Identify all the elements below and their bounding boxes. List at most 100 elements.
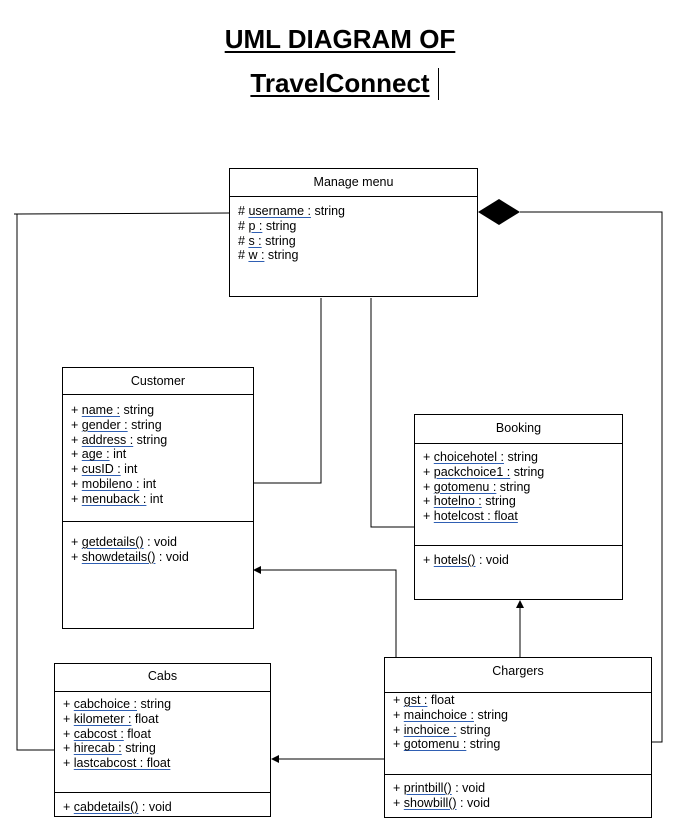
class-chargers: Chargers + gst : float+ mainchoice : str… xyxy=(384,657,652,818)
class-divider xyxy=(385,692,651,693)
diagram-title-line-1: UML DIAGRAM OF xyxy=(224,24,456,54)
member-type: string xyxy=(310,204,346,218)
member-row: + address : string xyxy=(71,433,167,448)
member-type: : void xyxy=(451,781,486,795)
member-name: p : xyxy=(248,218,263,233)
member-row: + mainchoice : string xyxy=(393,708,508,723)
association-manage-to-customer xyxy=(254,298,322,484)
member-type: : void xyxy=(155,549,189,564)
member-name: address : xyxy=(81,432,134,447)
member-name: mainchoice : xyxy=(403,707,474,722)
visibility-marker: + xyxy=(393,707,404,722)
member-row: + printbill() : void xyxy=(393,781,490,796)
member-type: string xyxy=(127,417,162,432)
diagram-title-line-2: TravelConnect xyxy=(250,68,430,98)
composition-diamond xyxy=(478,199,520,225)
member-row: # s : string xyxy=(238,234,345,249)
member-name: printbill() xyxy=(403,781,452,795)
member-type: string xyxy=(261,233,296,248)
member-name: username : xyxy=(248,204,311,218)
member-type: string xyxy=(473,707,509,722)
member-name: hotelcost : float xyxy=(433,509,518,524)
member-name: gst : xyxy=(403,693,428,707)
visibility-marker: + xyxy=(423,509,434,524)
visibility-marker: + xyxy=(71,403,82,417)
visibility-marker: + xyxy=(71,462,82,477)
member-row: + menuback : int xyxy=(71,492,167,507)
member-row: + mobileno : int xyxy=(71,477,167,492)
member-type: int xyxy=(109,447,127,462)
visibility-marker: + xyxy=(423,450,434,464)
member-type: string xyxy=(264,248,299,263)
member-row: + lastcabcost : float xyxy=(63,756,171,771)
visibility-marker: # xyxy=(238,204,249,218)
member-row: + kilometer : float xyxy=(63,712,171,727)
member-type: string xyxy=(137,697,172,711)
visibility-marker: + xyxy=(393,795,404,810)
member-name: menuback : xyxy=(81,491,147,506)
association-manage-to-booking xyxy=(370,298,414,528)
member-type: string xyxy=(466,737,501,752)
method-list: + cabdetails() : void xyxy=(63,800,172,815)
member-row: + cabchoice : string xyxy=(63,697,171,712)
member-name: cabcost : xyxy=(73,726,124,741)
arrowhead-to-customer xyxy=(253,566,261,574)
class-booking: Booking + choicehotel : string+ packchoi… xyxy=(414,414,623,600)
method-list: + hotels() : void xyxy=(423,553,509,568)
visibility-marker: + xyxy=(393,737,404,752)
method-list: + getdetails() : void+ showdetails() : v… xyxy=(71,535,189,565)
member-name: hirecab : xyxy=(73,741,122,756)
class-divider xyxy=(63,521,253,522)
visibility-marker: + xyxy=(393,722,404,737)
member-name: age : xyxy=(81,447,110,462)
association-chargers-to-customer xyxy=(260,569,397,657)
association-manage-to-cabs xyxy=(16,212,231,751)
member-row: + choicehotel : string xyxy=(423,450,544,465)
member-type: int xyxy=(146,491,164,506)
composition-manage-to-chargers xyxy=(520,211,663,743)
member-name: name : xyxy=(81,403,120,417)
member-name: s : xyxy=(248,233,262,248)
visibility-marker: # xyxy=(238,233,249,248)
member-type: : void xyxy=(138,800,172,814)
class-manage-menu: Manage menu # username : string # p : str… xyxy=(229,168,478,297)
class-customer: Customer + name : string+ gender : strin… xyxy=(62,367,254,629)
attribute-list: + name : string+ gender : string+ addres… xyxy=(71,403,167,507)
visibility-marker: + xyxy=(63,697,74,711)
member-row: + hirecab : string xyxy=(63,741,171,756)
member-type: string xyxy=(510,464,545,479)
visibility-marker: + xyxy=(423,494,434,509)
member-row: + packchoice1 : string xyxy=(423,465,544,480)
member-name: choicehotel : xyxy=(433,450,504,464)
visibility-marker: + xyxy=(63,756,74,771)
class-name: Manage menu xyxy=(313,175,394,189)
visibility-marker: + xyxy=(423,479,434,494)
visibility-marker: + xyxy=(71,549,82,564)
class-divider xyxy=(55,792,270,793)
visibility-marker: + xyxy=(71,491,82,506)
visibility-marker: + xyxy=(63,711,74,726)
member-row: + cusID : int xyxy=(71,462,167,477)
member-type: string xyxy=(456,722,491,737)
member-type: float xyxy=(123,726,151,741)
visibility-marker: + xyxy=(71,432,82,447)
member-name: getdetails() xyxy=(81,535,144,549)
class-divider xyxy=(415,443,622,444)
member-type: string xyxy=(121,741,156,756)
member-type: float xyxy=(427,693,455,707)
member-type: string xyxy=(481,494,516,509)
visibility-marker: + xyxy=(393,693,404,707)
member-name: mobileno : xyxy=(81,476,140,491)
member-row: + gotomenu : string xyxy=(393,737,508,752)
member-type: float xyxy=(131,711,159,726)
member-type: : void xyxy=(456,795,490,810)
member-row: + cabdetails() : void xyxy=(63,800,172,815)
member-name: gotomenu : xyxy=(403,737,467,752)
class-name: Customer xyxy=(130,374,186,388)
member-type: int xyxy=(120,462,138,477)
member-row: + gst : float xyxy=(393,693,508,708)
member-row: + showbill() : void xyxy=(393,796,490,811)
method-list: + printbill() : void+ showbill() : void xyxy=(393,781,490,811)
member-type: string xyxy=(496,479,531,494)
